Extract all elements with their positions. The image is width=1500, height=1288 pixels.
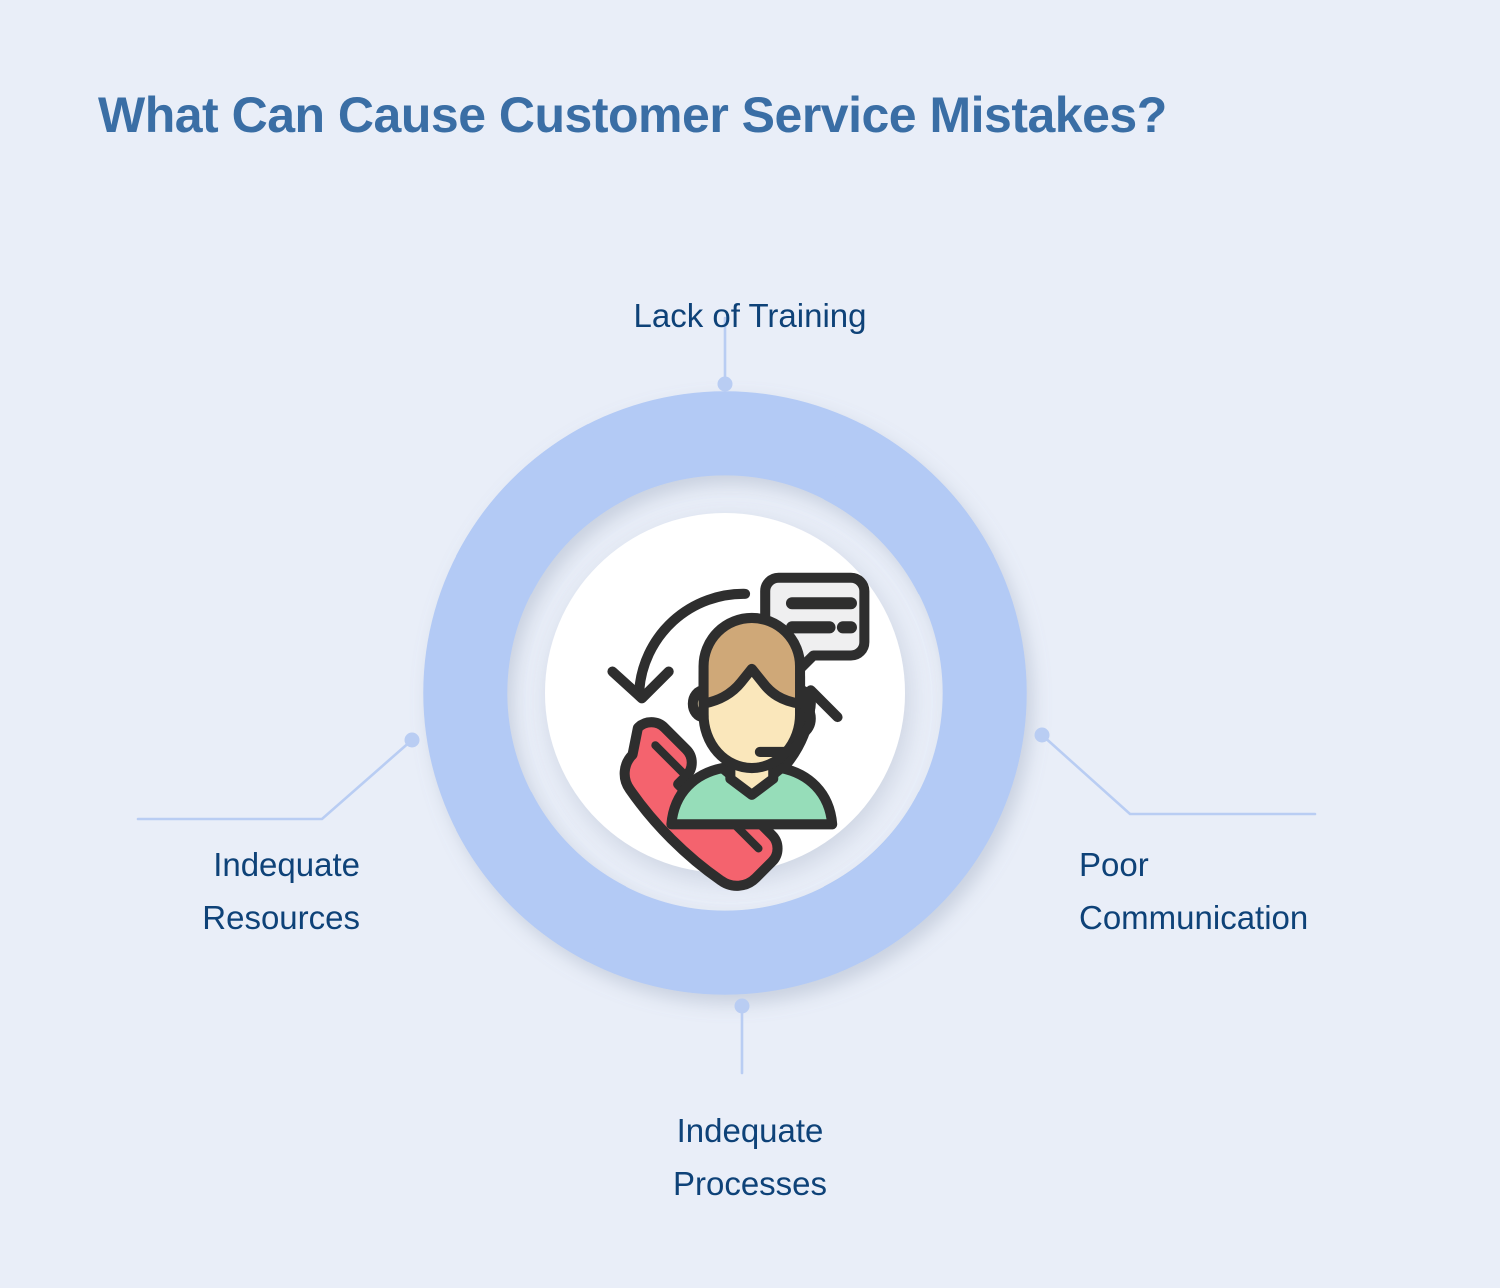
node-label-indequate-processes: Indequate Processes (672, 1112, 828, 1203)
page-title: What Can Cause Customer Service Mistakes… (98, 87, 1167, 143)
node-label-indequate-resources: Indequate Resources (202, 846, 360, 937)
refresh-arrow-left-head (607, 666, 674, 704)
customer-service-agent-icon (607, 572, 870, 891)
connector-bottom (734, 998, 750, 1075)
connector-dot-top (717, 376, 733, 392)
connector-dot-right (1034, 727, 1050, 743)
segment-ring (423, 391, 1027, 995)
arc-segment-left[interactable] (423, 424, 627, 962)
connectors (136, 316, 1317, 1075)
connector-top (717, 316, 733, 392)
agent-hair (698, 613, 806, 709)
connector-dot-bottom (734, 998, 750, 1014)
headset-band (754, 698, 816, 757)
node-label-text: Lack of Training (633, 297, 867, 335)
connector-left (136, 732, 420, 821)
node-label-lack-of-training: Lack of Training (0, 236, 1500, 343)
refresh-arrow-left (634, 588, 751, 696)
node-label-poor-communication: Poor Communication (1079, 846, 1309, 937)
connector-right (1034, 727, 1317, 816)
connector-dot-left (404, 732, 420, 748)
